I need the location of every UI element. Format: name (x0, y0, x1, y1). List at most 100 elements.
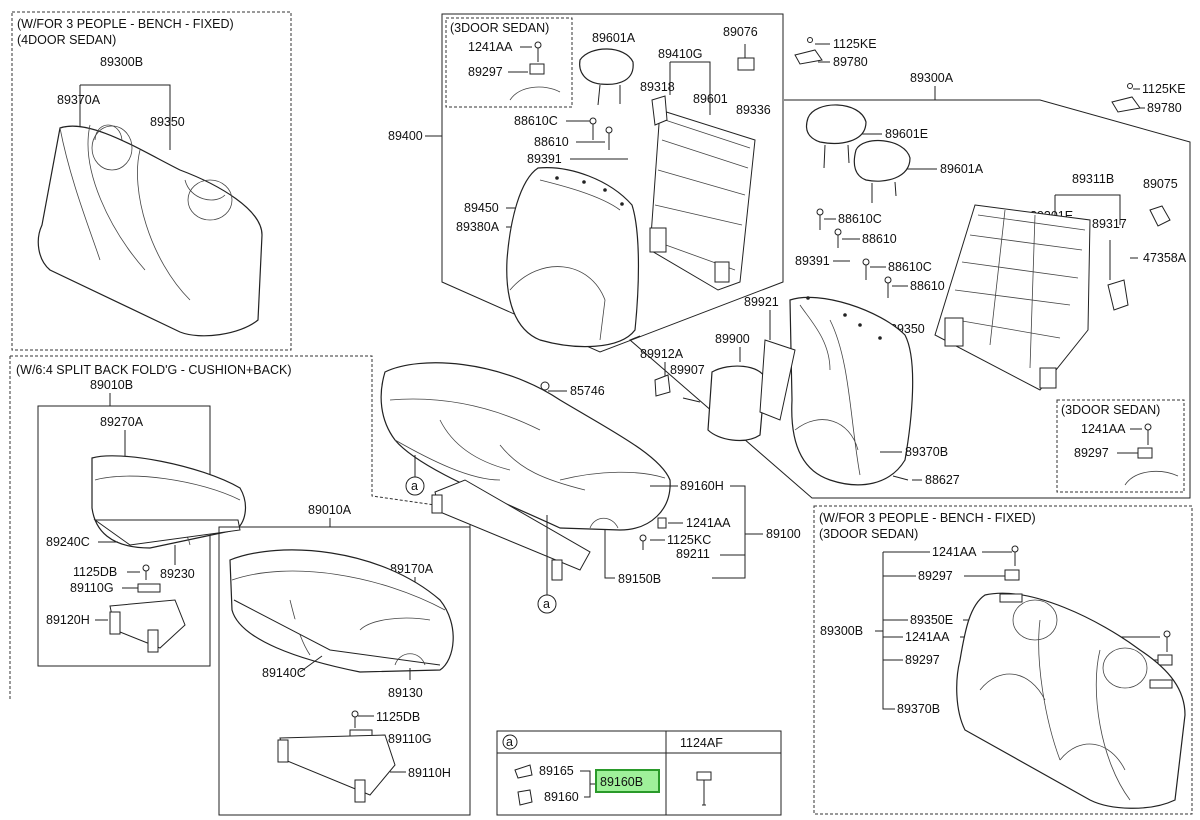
bench-3door-title-2: (3DOOR SEDAN) (819, 527, 918, 541)
part-label: 89270A (100, 415, 144, 429)
legend-item-89165: 89165 (539, 764, 574, 778)
armrest-icon (654, 339, 796, 442)
part-label: 89601E (885, 127, 928, 141)
part-label: 89076 (723, 25, 758, 39)
bracket-icon (137, 564, 161, 593)
part-label: 1125KE (833, 37, 877, 51)
part-label: 89010A (308, 503, 352, 517)
part-label: 89297 (468, 65, 503, 79)
clip-icon (509, 63, 561, 101)
seatback-64-frame (629, 99, 1191, 499)
bolt-icon (534, 41, 542, 62)
part-label: 88627 (925, 473, 960, 487)
part-label: 89391 (527, 152, 562, 166)
bench-3door-title-1: (W/FOR 3 PEOPLE - BENCH - FIXED) (819, 511, 1036, 525)
part-label: 89110G (388, 732, 432, 746)
part-label: 89160H (680, 479, 724, 493)
part-label: 47358A (1143, 251, 1187, 265)
part-label: 89300A (910, 71, 954, 85)
legend-col2-header: 1124AF (680, 736, 723, 750)
part-label: 1125KC (667, 533, 711, 547)
bolt-icon (816, 208, 892, 298)
svg-text:a: a (411, 479, 418, 493)
part-label: 89110H (408, 766, 451, 780)
part-label: 1241AA (905, 630, 950, 644)
part-label: 89318 (640, 80, 675, 94)
part-label: 89300B (100, 55, 143, 69)
part-label: 89350E (910, 613, 953, 627)
part-label: 88610C (514, 114, 558, 128)
part-label: 1125KE (1142, 82, 1186, 96)
seatback-3door-frame (441, 13, 784, 353)
part-label: 1241AA (686, 516, 731, 530)
sedan3-right-title: (3DOOR SEDAN) (1061, 403, 1160, 417)
part-label: 89110G (70, 581, 114, 595)
part-label: 89410G (658, 47, 702, 61)
seatback-frame-64 (934, 204, 1129, 391)
headrest-icon (579, 48, 634, 106)
split-64-title: (W/6:4 SPLIT BACK FOLD'G - CUSHION+BACK) (16, 363, 291, 377)
part-label: 89370A (57, 93, 101, 107)
cushion-4-frame (218, 526, 471, 816)
headrest-icon (805, 104, 911, 203)
part-label: 88610C (888, 260, 932, 274)
bench-4door-title-1: (W/FOR 3 PEOPLE - BENCH - FIXED) (17, 17, 234, 31)
part-label: 89370B (905, 445, 948, 459)
part-label: 89300B (820, 624, 863, 638)
legend-table: a 1124AF 89165 89160 89160B (496, 730, 782, 816)
part-label: 89380A (456, 220, 500, 234)
sedan3-top-title: (3DOOR SEDAN) (450, 21, 549, 35)
bolt-icon (696, 771, 712, 806)
part-label: 88610 (910, 279, 945, 293)
part-label: 89370B (897, 702, 940, 716)
part-label: 89211 (676, 547, 710, 561)
part-label: 89130 (388, 686, 423, 700)
latch-icon (794, 37, 823, 65)
callout-a: a a (405, 455, 557, 614)
latch-icon (1111, 83, 1141, 113)
seatback-64 (789, 296, 914, 486)
svg-text:a: a (543, 597, 550, 611)
part-label: 89921 (744, 295, 779, 309)
bench-cushion (380, 362, 671, 531)
part-label: 85746 (570, 384, 605, 398)
part-label: 89297 (918, 569, 953, 583)
cushion-4 (229, 549, 454, 673)
part-label: 89317 (1092, 217, 1127, 231)
part-label: 89230 (160, 567, 195, 581)
bolt-icon (589, 117, 613, 150)
part-label: 88610 (862, 232, 897, 246)
part-label: 89075 (1143, 177, 1178, 191)
sedan3-right-frame (1056, 399, 1185, 493)
part-label: 89140C (262, 666, 306, 680)
part-label: 89150B (618, 572, 661, 586)
cushion-6-frame (37, 405, 211, 667)
part-label: 89297 (1074, 446, 1109, 460)
part-label: 89336 (736, 103, 771, 117)
cushion-6-bracket (109, 599, 186, 653)
bench-seatback-3door (956, 592, 1186, 809)
part-label: 1241AA (1081, 422, 1126, 436)
part-label: 89010B (90, 378, 133, 392)
legend-highlight-89160B[interactable]: 89160B (600, 775, 643, 789)
cushion-6 (91, 455, 247, 549)
legend-item-89160: 89160 (544, 790, 579, 804)
bench-seatback-4door (37, 124, 263, 337)
part-label: 89350 (150, 115, 185, 129)
part-label: 1125DB (73, 565, 117, 579)
legend-circle-label: a (506, 735, 513, 749)
seatback-3door (506, 167, 640, 348)
clip-icon (1004, 545, 1173, 666)
bench-4door-frame (11, 11, 292, 351)
bracket-icon (349, 710, 373, 739)
part-label: 89297 (905, 653, 940, 667)
bench-4door-title-2: (4DOOR SEDAN) (17, 33, 116, 47)
bracket-icon (737, 44, 755, 71)
clip-icon (514, 764, 533, 806)
seatback-frame-3door (649, 95, 756, 291)
bench-3door-frame (813, 505, 1193, 815)
sedan3-top-frame (445, 17, 573, 108)
part-label: 89400 (388, 129, 423, 143)
part-label: 89240C (46, 535, 90, 549)
